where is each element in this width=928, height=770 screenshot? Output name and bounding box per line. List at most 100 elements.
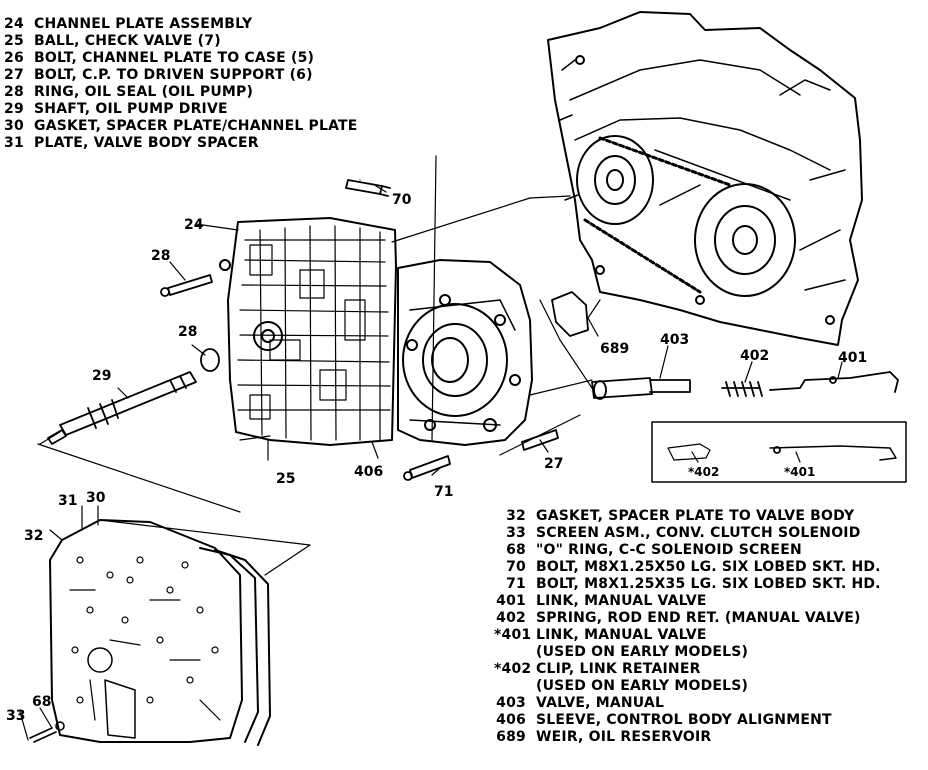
legend-part-description: VALVE, MANUAL	[536, 695, 665, 711]
callout-25: 25	[276, 471, 295, 487]
legend-part-description: RING, OIL SEAL (OIL PUMP)	[34, 84, 254, 100]
legend-part-number: 33	[506, 525, 526, 541]
legend-row: 31 PLATE, VALVE BODY SPACER	[4, 135, 358, 152]
legend-part-description: WEIR, OIL RESERVOIR	[536, 729, 712, 745]
pump-housing	[397, 259, 533, 446]
callout-406: 406	[354, 464, 383, 480]
legend-part-description: (USED ON EARLY MODELS)	[536, 644, 749, 660]
oil-pump-drive-shaft	[47, 371, 197, 445]
legend-row: 30 GASKET, SPACER PLATE/CHANNEL PLATE	[4, 118, 358, 135]
legend-part-description: (USED ON EARLY MODELS)	[536, 678, 749, 694]
legend-row: 24 CHANNEL PLATE ASSEMBLY	[4, 16, 358, 33]
legend-row: 71 BOLT, M8X1.25X35 LG. SIX LOBED SKT. HD…	[494, 576, 881, 593]
callout-68: 68	[32, 694, 51, 710]
legend-part-description: SHAFT, OIL PUMP DRIVE	[34, 101, 228, 117]
legend-part-description: SLEEVE, CONTROL BODY ALIGNMENT	[536, 712, 832, 728]
legend-part-number: *401	[494, 627, 532, 643]
bolt-71	[403, 455, 451, 481]
manual-valve-assembly	[591, 371, 899, 400]
legend-top: 24 CHANNEL PLATE ASSEMBLY 25 BALL, CHECK VA…	[4, 16, 358, 152]
legend-part-description: BOLT, CHANNEL PLATE TO CASE (5)	[34, 50, 315, 66]
legend-part-description: BALL, CHECK VALVE (7)	[34, 33, 221, 49]
legend-part-number: 70	[506, 559, 526, 575]
legend-part-number: 26	[4, 50, 24, 66]
callout-29: 29	[92, 368, 111, 384]
legend-part-number: *402	[494, 661, 532, 677]
callout-689: 689	[600, 341, 629, 357]
legend-part-description: CHANNEL PLATE ASSEMBLY	[34, 16, 253, 32]
legend-part-number: 25	[4, 33, 24, 49]
legend-row: 689 WEIR, OIL RESERVOIR	[494, 729, 881, 746]
legend-row: 406 SLEEVE, CONTROL BODY ALIGNMENT	[494, 712, 881, 729]
legend-row: 68 "O" RING, C-C SOLENOID SCREEN	[494, 542, 881, 559]
callout-31: 31	[58, 493, 77, 509]
legend-part-description: SPRING, ROD END RET. (MANUAL VALVE)	[536, 610, 861, 626]
valve-body-plates	[49, 519, 271, 746]
callout-402-early: *402	[688, 465, 719, 479]
legend-part-description: GASKET, SPACER PLATE TO VALVE BODY	[536, 508, 855, 524]
legend-part-number: 689	[496, 729, 526, 745]
legend-part-description: CLIP, LINK RETAINER	[536, 661, 701, 677]
legend-part-number: 27	[4, 67, 24, 83]
legend-part-description: SCREEN ASM., CONV. CLUTCH SOLENOID	[536, 525, 861, 541]
callout-24: 24	[184, 217, 204, 233]
legend-part-number: 401	[496, 593, 526, 609]
legend-part-description: "O" RING, C-C SOLENOID SCREEN	[536, 542, 802, 558]
legend-part-number: 24	[4, 16, 24, 32]
callout-401-early: *401	[784, 465, 815, 479]
legend-row: (USED ON EARLY MODELS)	[494, 678, 881, 695]
bolt-27	[521, 429, 559, 451]
legend-row: 403 VALVE, MANUAL	[494, 695, 881, 712]
legend-part-number: 68	[506, 542, 526, 558]
legend-row: 401 LINK, MANUAL VALVE	[494, 593, 881, 610]
oil-reservoir-weir	[551, 291, 589, 337]
legend-bottom: 32 GASKET, SPACER PLATE TO VALVE BODY 33 SC…	[494, 508, 881, 746]
callout-28a: 28	[151, 248, 170, 264]
legend-row: 26 BOLT, CHANNEL PLATE TO CASE (5)	[4, 50, 358, 67]
legend-part-description: LINK, MANUAL VALVE	[536, 593, 707, 609]
callout-402: 402	[740, 348, 769, 364]
legend-row: 27 BOLT, C.P. TO DRIVEN SUPPORT (6)	[4, 67, 358, 84]
leader-lines	[19, 155, 843, 741]
legend-part-number: 71	[506, 576, 526, 592]
bolt-28	[160, 274, 213, 297]
channel-plate-assembly	[219, 217, 397, 446]
callout-403: 403	[660, 332, 689, 348]
oil-seal-ring	[200, 348, 220, 372]
callout-71: 71	[434, 484, 453, 500]
legend-part-description: BOLT, C.P. TO DRIVEN SUPPORT (6)	[34, 67, 313, 83]
callout-401: 401	[838, 350, 867, 366]
legend-row: 70 BOLT, M8X1.25X50 LG. SIX LOBED SKT. HD…	[494, 559, 881, 576]
legend-part-description: LINK, MANUAL VALVE	[536, 627, 707, 643]
legend-part-description: PLATE, VALVE BODY SPACER	[34, 135, 259, 151]
bolt-70	[345, 179, 391, 197]
callouts: 24 28 28 29 70 25 406 71 27 689 403 402 …	[6, 192, 867, 724]
legend-part-number: 403	[496, 695, 526, 711]
legend-part-description: BOLT, M8X1.25X35 LG. SIX LOBED SKT. HD.	[536, 576, 881, 592]
early-model-inset	[651, 421, 907, 483]
legend-part-description: GASKET, SPACER PLATE/CHANNEL PLATE	[34, 118, 358, 134]
legend-part-number: 32	[506, 508, 526, 524]
legend-row: 32 GASKET, SPACER PLATE TO VALVE BODY	[494, 508, 881, 525]
legend-row: 29 SHAFT, OIL PUMP DRIVE	[4, 101, 358, 118]
legend-row: 28 RING, OIL SEAL (OIL PUMP)	[4, 84, 358, 101]
legend-part-number: 402	[496, 610, 526, 626]
legend-row: 33 SCREEN ASM., CONV. CLUTCH SOLENOID	[494, 525, 881, 542]
callout-30: 30	[86, 490, 106, 506]
legend-row: 25 BALL, CHECK VALVE (7)	[4, 33, 358, 50]
legend-part-number: 406	[496, 712, 526, 728]
callout-27: 27	[544, 456, 563, 472]
callout-33: 33	[6, 708, 25, 724]
legend-part-number: 29	[4, 101, 24, 117]
transaxle-case	[547, 11, 863, 346]
legend-part-number: 30	[4, 118, 24, 134]
callout-28b: 28	[178, 324, 197, 340]
legend-part-number: 28	[4, 84, 24, 100]
legend-part-number: 31	[4, 135, 24, 151]
screen-and-oring	[29, 721, 65, 743]
legend-part-description: BOLT, M8X1.25X50 LG. SIX LOBED SKT. HD.	[536, 559, 881, 575]
legend-row: (USED ON EARLY MODELS)	[494, 644, 881, 661]
